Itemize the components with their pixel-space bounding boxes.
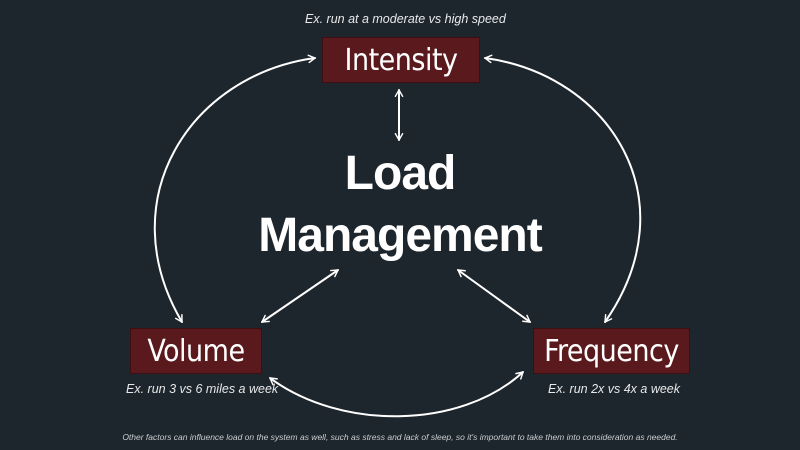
volume-caption: Ex. run 3 vs 6 miles a week [126, 382, 279, 396]
frequency-caption: Ex. run 2x vs 4x a week [548, 382, 681, 396]
frequency-label: Frequency [544, 333, 679, 369]
center-title-line2: Management [258, 209, 542, 262]
volume-label: Volume [147, 333, 245, 369]
arrow-frequency-center [457, 269, 531, 323]
arrow-intensity-frequency [484, 54, 642, 323]
arrow-volume-frequency [269, 371, 524, 418]
center-title-line1: Load [344, 147, 457, 200]
footnote: Other factors can influence load on the … [122, 432, 678, 442]
arrow-volume-intensity [153, 54, 316, 323]
intensity-label: Intensity [344, 42, 458, 78]
frequency-box: Frequency [533, 328, 690, 374]
intensity-box: Intensity [322, 37, 480, 83]
volume-box: Volume [130, 328, 262, 374]
arrow-volume-center [261, 269, 339, 323]
intensity-caption: Ex. run at a moderate vs high speed [305, 12, 506, 26]
